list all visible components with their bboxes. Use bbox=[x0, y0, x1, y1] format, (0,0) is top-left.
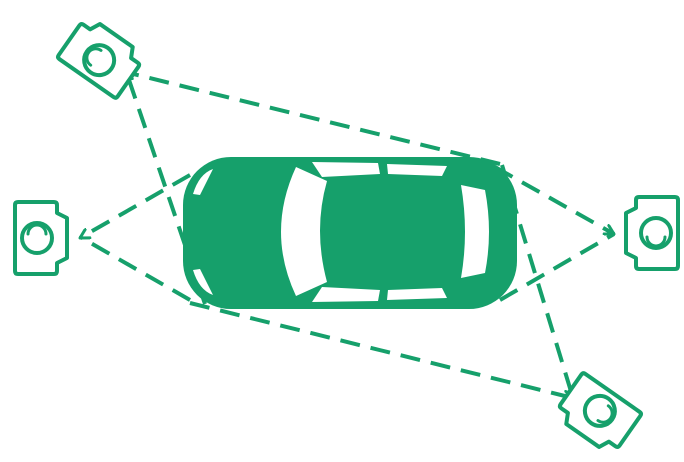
dashed-line-car-to-camera-left-lower bbox=[82, 238, 190, 300]
camera-icon bbox=[626, 197, 678, 269]
camera-icon bbox=[15, 202, 67, 274]
camera-icon bbox=[553, 372, 642, 456]
dashed-arrow-car-to-camera-top-left bbox=[125, 72, 500, 164]
car-top-view-icon bbox=[183, 157, 517, 309]
dashed-arrow-car-to-camera-bottom-right bbox=[190, 303, 573, 398]
dashed-line-car-to-camera-right-lower bbox=[500, 234, 614, 300]
